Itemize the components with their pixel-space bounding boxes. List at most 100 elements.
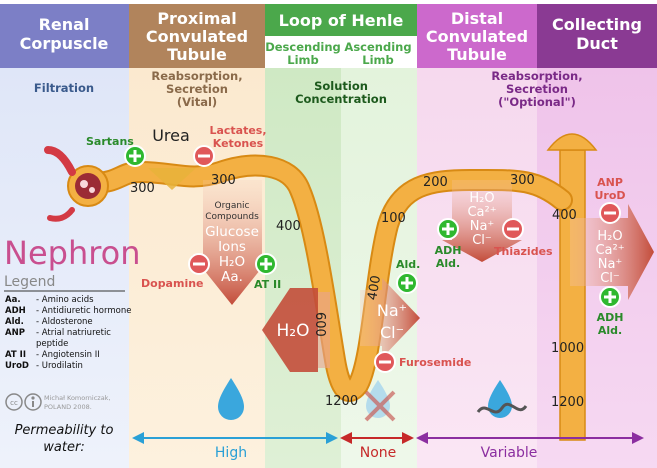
dist-cl-label: Cl⁻ (472, 233, 492, 248)
osm-cd-b: 1000 (551, 341, 584, 356)
legend-abbr: Ald. (5, 317, 24, 327)
cd-cl-label: Cl⁻ (600, 271, 620, 286)
legend-title: Legend (4, 274, 55, 290)
legend-desc: - Antidiuretic hormone (36, 306, 131, 316)
cd-na-label: Na⁺ (598, 257, 623, 272)
svg-text:cc: cc (10, 399, 18, 407)
credit-text: Michał Komorniczak,POLAND 2008. (44, 394, 111, 411)
section-headers (0, 4, 657, 68)
filtration-label: Filtration (34, 81, 94, 95)
nephron-title: Nephron (4, 234, 141, 272)
furosemide-minus-icon (374, 351, 396, 373)
permeability-none: None (360, 445, 397, 461)
legend-desc: - Aldosterone (36, 317, 93, 327)
osm-prox-a: 300 (211, 173, 236, 188)
dopamine-minus-icon (188, 253, 210, 275)
legend-desc: peptide (36, 339, 68, 349)
dist-ca-label: Ca²⁺ (467, 205, 496, 220)
urea-label: Urea (152, 126, 190, 145)
legend-desc: - Urodilatin (36, 361, 83, 371)
distal-bg (417, 68, 537, 468)
ald-asc-plus-icon (396, 272, 418, 294)
thiazides-minus-icon (502, 218, 524, 240)
ions-label: Ions (218, 239, 246, 255)
osm-cd-a: 400 (552, 208, 577, 223)
dopamine-label: Dopamine (141, 277, 204, 290)
cc-license-icon (5, 393, 23, 411)
asc-cl-label: Cl⁻ (380, 323, 404, 342)
osm-asc-a: 400 (365, 274, 384, 301)
water-drop-icon-none (364, 380, 396, 422)
water-drop-icon-high (218, 378, 244, 420)
permeability-high: High (215, 445, 247, 461)
attribution-icon (24, 393, 42, 411)
at2-label: AT II (254, 278, 281, 291)
renal-header (0, 4, 129, 68)
amino-acids-label: Aa. (221, 269, 243, 285)
ascending-salt-arrow: Na⁺ Cl⁻ (360, 278, 420, 358)
dist-water-label: H₂O (469, 191, 494, 206)
legend-desc: - Amino acids (36, 295, 94, 305)
legend-abbr: ANP (5, 328, 25, 338)
legend-abbr: UroD (5, 361, 29, 371)
water-drop-icon-variable (476, 380, 528, 418)
adh-ald-dist-plus-icon (437, 218, 459, 240)
loop-title: Loop of Henle (279, 11, 404, 30)
glucose-label: Glucose (205, 224, 259, 240)
osm-renal: 300 (130, 181, 155, 196)
renal-corpuscle (44, 146, 109, 222)
furosemide-label: Furosemide (399, 356, 471, 369)
cd-ca-label: Ca²⁺ (595, 243, 624, 258)
legend-abbr: Aa. (5, 295, 21, 305)
permeability-high-arrow (132, 432, 338, 444)
descending-water-arrow: H₂O (262, 288, 330, 372)
lactates-minus-icon (193, 145, 215, 167)
at2-plus-icon (255, 253, 277, 275)
sartans-label: Sartans (86, 135, 134, 148)
distal-header (417, 4, 537, 68)
prox-water-label: H₂O (219, 254, 245, 270)
lactates-ketones-label: Lactates,Ketones (209, 124, 266, 150)
osm-cd-c: 1200 (551, 395, 584, 410)
sartans-plus-icon (124, 145, 146, 167)
osm-desc: 600 (312, 312, 327, 337)
collecting-function: Reabsorption,Secretion("Optional") (491, 69, 582, 109)
osm-dist-b: 300 (510, 173, 535, 188)
thiazides-label: Thiazides (494, 245, 553, 258)
distal-reabsorption-arrow: H₂O Ca²⁺ Na⁺ Cl⁻ (442, 180, 522, 262)
credit: cc Michał Komorniczak,POLAND 2008. (5, 393, 111, 411)
proximal-function: Reabsorption,Secretion(Vital) (151, 69, 242, 109)
osm-bottom: 1200 (325, 394, 358, 409)
asc-na-label: Na⁺ (377, 301, 407, 320)
collecting-reabsorption-arrow: H₂O Ca²⁺ Na⁺ Cl⁻ (570, 204, 654, 300)
cd-water-label: H₂O (597, 229, 622, 244)
adh-ald-cd-plus-icon (599, 286, 621, 308)
collecting-header (537, 4, 657, 68)
osm-prox-b: 400 (276, 219, 301, 234)
proximal-header (129, 4, 265, 68)
dist-na-label: Na⁺ (470, 219, 495, 234)
nephron-tubule (81, 154, 573, 402)
osm-asc-b: 100 (381, 211, 406, 226)
legend-abbr: AT II (5, 350, 26, 360)
permeability-variable-arrow (416, 432, 644, 444)
ald-asc-label: Ald. (396, 258, 420, 271)
permeability-none-arrow (340, 432, 414, 444)
urea-arrow: Urea (148, 126, 196, 190)
anp-minus-icon (599, 202, 621, 224)
